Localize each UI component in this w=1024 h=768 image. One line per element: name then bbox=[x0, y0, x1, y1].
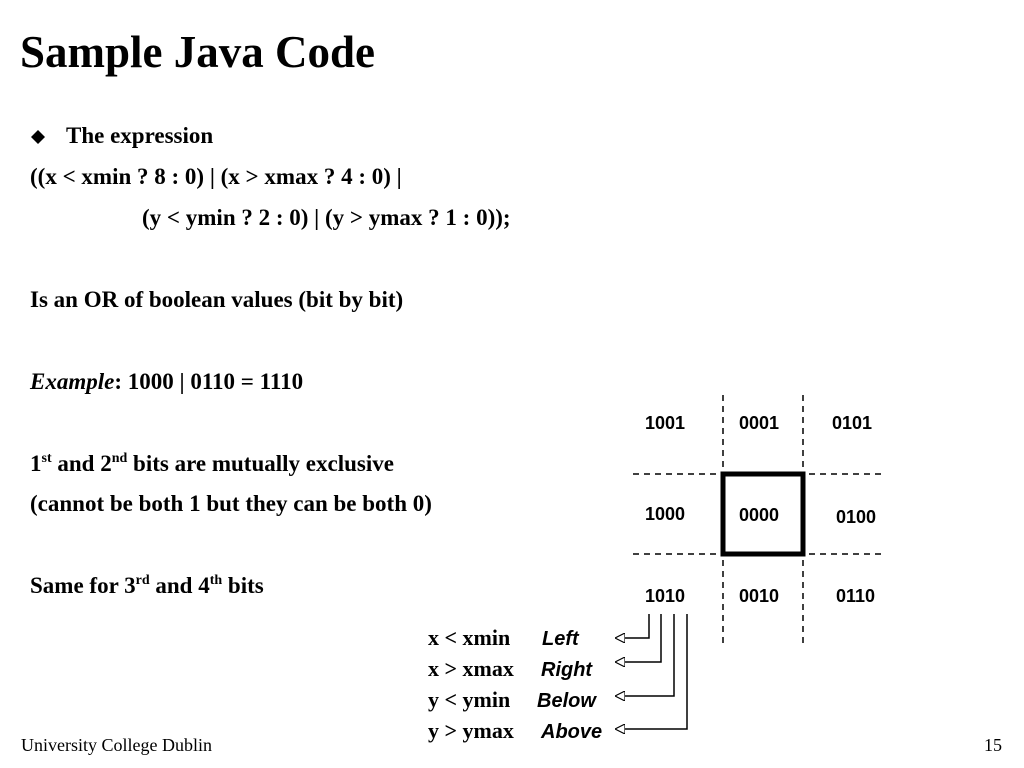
exclusive-line-2: (cannot be both 1 but they can be both 0… bbox=[30, 491, 432, 516]
region-code-top-left: 1001 bbox=[645, 413, 685, 433]
or-description: Is an OR of boolean values (bit by bit) bbox=[30, 287, 404, 312]
exclusive-mid: and 2 bbox=[51, 451, 112, 476]
expression-line-1: ((x < xmin ? 8 : 0) | (x > xmax ? 4 : 0)… bbox=[30, 164, 402, 189]
direction-below: Below bbox=[537, 690, 597, 712]
region-code-top-right: 0101 bbox=[832, 413, 872, 433]
condition-below: y < ymin bbox=[428, 687, 510, 712]
region-code-middle-right: 0100 bbox=[836, 507, 876, 527]
example-line: Example: 1000 | 0110 = 1110 bbox=[30, 370, 303, 393]
exclusive-sup-2: nd bbox=[111, 451, 128, 466]
condition-right: x > xmax bbox=[428, 656, 514, 681]
expression-line-2: (y < ymin ? 2 : 0) | (y > ymax ? 1 : 0))… bbox=[142, 205, 511, 230]
exclusive-line-1: 1st and 2nd bits are mutually exclusive bbox=[30, 451, 394, 476]
condition-above: y > ymax bbox=[428, 718, 514, 743]
same-mid: and 4 bbox=[149, 573, 210, 598]
same-post: bits bbox=[222, 573, 264, 598]
exclusive-sup-1: st bbox=[41, 451, 52, 466]
region-code-bottom-right: 0110 bbox=[836, 586, 875, 606]
bit-connector-left bbox=[616, 614, 650, 638]
region-code-top-center: 0001 bbox=[739, 413, 779, 433]
region-code-bottom-left: 1010 bbox=[645, 586, 685, 606]
slide-title: Sample Java Code bbox=[20, 27, 376, 77]
same-sup-2: th bbox=[209, 573, 223, 588]
bit-connector-below bbox=[616, 614, 675, 696]
same-line: Same for 3rd and 4th bits bbox=[30, 573, 264, 598]
bit-connector-above bbox=[616, 614, 688, 729]
exclusive-post: bits are mutually exclusive bbox=[127, 451, 394, 476]
example-value: : 1000 | 0110 = 1110 bbox=[114, 369, 304, 394]
exclusive-pre: 1 bbox=[30, 451, 42, 476]
direction-left: Left bbox=[542, 628, 580, 650]
condition-left: x < xmin bbox=[428, 625, 510, 650]
direction-above: Above bbox=[540, 721, 602, 743]
region-code-middle-left: 1000 bbox=[645, 504, 685, 524]
diamond-bullet-icon bbox=[31, 130, 45, 144]
bit-connector-right bbox=[616, 614, 662, 662]
clip-window bbox=[720, 471, 806, 557]
example-label: Example bbox=[30, 369, 115, 394]
region-code-center: 0000 bbox=[739, 505, 779, 525]
direction-right: Right bbox=[541, 659, 593, 681]
footer-institution: University College Dublin bbox=[21, 735, 212, 755]
same-sup-1: rd bbox=[135, 573, 150, 588]
page-number: 15 bbox=[984, 735, 1002, 755]
bullet-text: The expression bbox=[66, 123, 214, 148]
region-code-bottom-center: 0010 bbox=[739, 586, 779, 606]
same-pre: Same for 3 bbox=[30, 573, 136, 598]
